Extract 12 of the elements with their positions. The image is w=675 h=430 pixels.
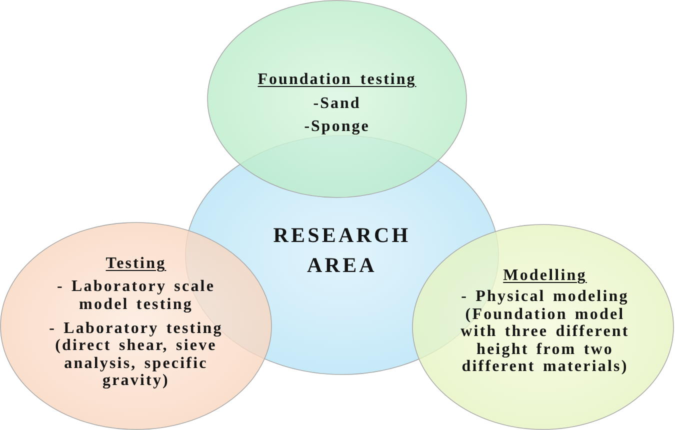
list-item: -Sponge <box>304 117 370 137</box>
list-item: - Laboratory testing (direct shear, sieve analysis, specific gravity) <box>48 320 224 390</box>
venn-ellipse <box>0 222 272 430</box>
heading: Modelling <box>503 267 587 284</box>
venn-ellipse <box>412 224 674 430</box>
list-item: - Laboratory scale model testing <box>56 278 216 313</box>
list-item: -Sand <box>313 94 361 114</box>
list-item: - Physical modeling (Foundation model with three different height from two different materials) <box>460 288 630 376</box>
heading: Foundation testing <box>258 70 416 90</box>
center-title: RESEARCH AREA <box>272 222 412 279</box>
heading: Testing <box>106 255 166 272</box>
venn-ellipse <box>207 0 467 198</box>
